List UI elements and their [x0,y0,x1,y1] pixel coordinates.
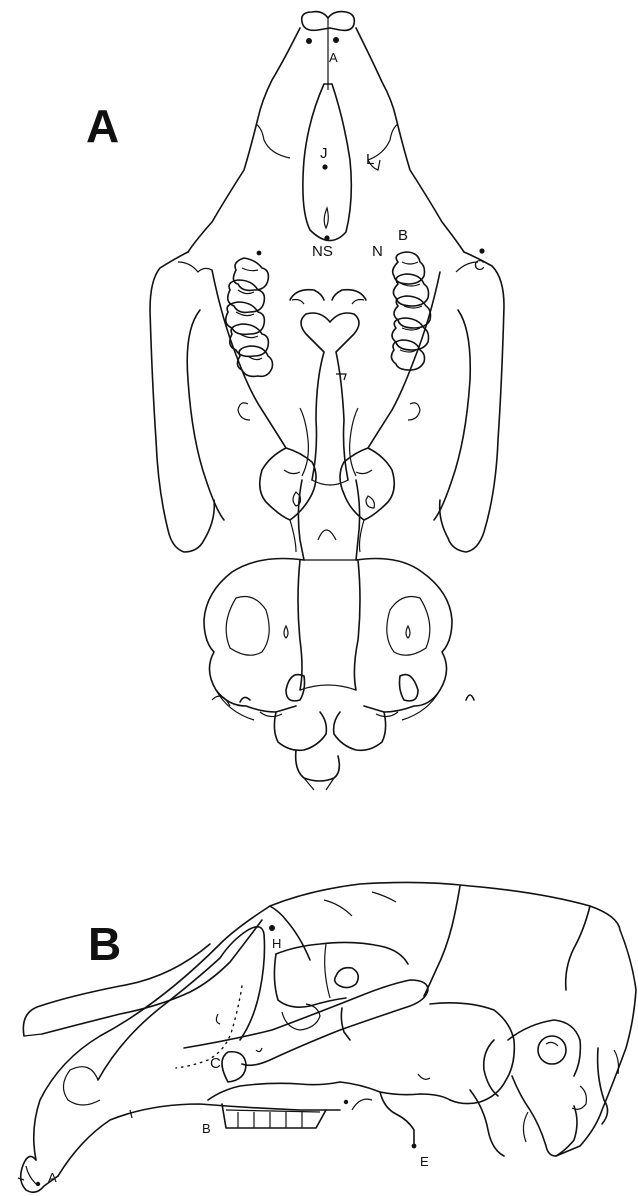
landmark-h: H [272,936,281,951]
panel-label-a: A [86,100,119,152]
landmark-j: J [320,145,328,162]
landmark-n: N [372,243,383,260]
skull-ventral-view: A [86,12,504,790]
landmark-e: E [420,1154,429,1169]
right-molar-row [391,252,430,370]
landmark-c-ventral: C [474,257,485,274]
landmark-l: L [366,151,374,168]
landmark-a-ventral: A [329,50,338,65]
panel-label-b: B [88,918,121,970]
left-molar-row [226,251,273,377]
landmark-b-lateral: B [202,1121,211,1136]
landmark-c-lateral: C [210,1055,221,1072]
landmark-ns: NS [312,243,333,260]
landmark-b-ventral: B [398,227,408,244]
landmark-a-lateral: A [48,1170,57,1185]
skull-lateral-view: B [18,882,636,1192]
